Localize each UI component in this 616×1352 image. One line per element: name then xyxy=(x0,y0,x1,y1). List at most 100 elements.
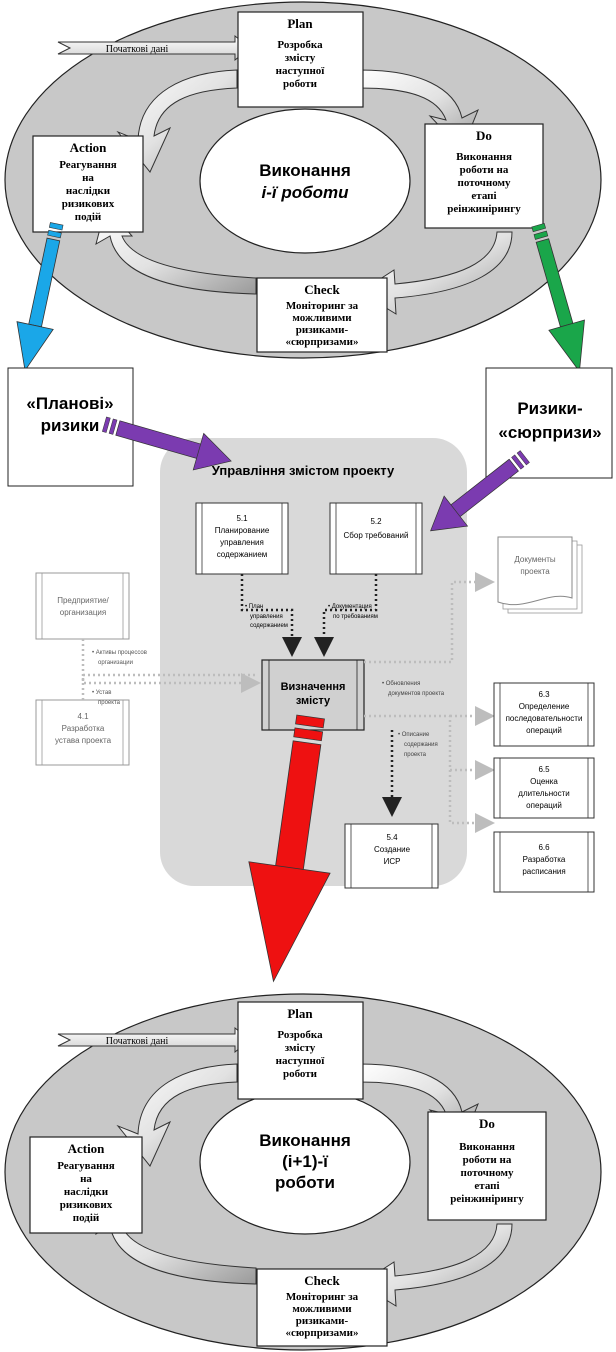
bottom-center-line2: (i+1)-ї xyxy=(282,1152,329,1171)
flow-plan-label: содержанием xyxy=(250,623,288,629)
charter-label: устава проекта xyxy=(55,736,112,745)
top-do-title: Do xyxy=(476,128,492,143)
purple-arrow-left xyxy=(102,416,232,471)
top-center-line2: i-ї роботи xyxy=(261,183,349,202)
bottom-plan-line: роботи xyxy=(283,1068,318,1080)
top-do-line: Виконання xyxy=(456,151,512,163)
bottom-plan-line: Розробка xyxy=(277,1029,323,1041)
process-5-4-label: ИСР xyxy=(384,857,401,866)
process-5-1-id: 5.1 xyxy=(236,514,248,523)
flow-reqdoc-label: • Документация xyxy=(328,604,372,610)
bottom-action-line: Реагування xyxy=(57,1160,115,1172)
top-do-line: поточному xyxy=(458,177,511,189)
process-5-4-label: Создание xyxy=(374,845,411,854)
top-check-line: «сюрпризами» xyxy=(286,336,359,348)
process-6-3-id: 6.3 xyxy=(538,690,550,699)
documents-label: проекта xyxy=(520,567,550,576)
top-check-line: можливими xyxy=(292,312,352,324)
bottom-check-line: «сюрпризами» xyxy=(286,1327,359,1339)
process-6-6-id: 6.6 xyxy=(538,843,550,852)
red-arrow xyxy=(248,714,331,983)
process-6-3-label: операций xyxy=(526,726,562,735)
process-5-4-id: 5.4 xyxy=(386,833,398,842)
process-5-2-label: Сбор требований xyxy=(344,531,409,540)
top-input-arrow xyxy=(57,34,251,62)
charter-box xyxy=(35,699,130,766)
surprise-risks-line1: Ризики- xyxy=(517,399,582,418)
bottom-plan-line: змісту xyxy=(285,1042,316,1054)
process-6-6 xyxy=(493,831,595,893)
bottom-do-box xyxy=(427,1111,547,1221)
top-action-line: Реагування xyxy=(59,159,117,171)
enterprise-label: Предприятие/ xyxy=(57,596,109,605)
bottom-action-line: на xyxy=(80,1173,92,1185)
top-check-line: Моніторинг за xyxy=(286,300,359,312)
flow-scope-label: проекта xyxy=(404,752,427,758)
flow-charter-label: • Устав xyxy=(92,690,111,696)
flow-assets-label: • Активы процессов xyxy=(92,650,147,656)
top-check-line: ризиками- xyxy=(296,324,349,336)
top-check-title: Check xyxy=(304,282,340,297)
process-6-5-label: операций xyxy=(526,801,562,810)
charter-label: Разработка xyxy=(62,724,105,733)
top-do-line: реінжинірингу xyxy=(447,203,521,215)
bottom-action-box xyxy=(29,1136,143,1234)
bottom-action-line: подій xyxy=(73,1212,100,1224)
process-5-4 xyxy=(344,823,439,889)
bottom-center-line1: Виконання xyxy=(259,1131,351,1150)
process-5-1-label: Планирование xyxy=(215,526,270,535)
planned-risks-line1: «Планові» xyxy=(26,394,113,413)
define-scope-label: змісту xyxy=(296,695,331,707)
process-6-5-label: длительности xyxy=(518,789,569,798)
process-5-2 xyxy=(329,502,423,575)
flow-charter-label: проекта xyxy=(98,700,121,706)
process-5-1-label: управления xyxy=(220,538,264,547)
process-6-3-label: последовательности xyxy=(506,714,583,723)
enterprise-box xyxy=(35,572,130,640)
charter-id: 4.1 xyxy=(77,712,89,721)
flow-scope-label: содержания xyxy=(404,742,438,748)
process-6-3 xyxy=(493,682,595,747)
surprise-risks-line2: «сюрпризи» xyxy=(498,423,601,442)
bottom-do-line: Виконання xyxy=(459,1141,515,1153)
enterprise-label: организация xyxy=(60,608,106,617)
process-5-2-id: 5.2 xyxy=(370,517,382,526)
top-plan-box xyxy=(237,11,364,108)
bottom-input-label: Початкові дані xyxy=(106,1036,169,1047)
define-scope-label: Визначення xyxy=(281,681,346,693)
documents-label: Документы xyxy=(514,555,555,564)
top-plan-title: Plan xyxy=(287,16,313,31)
flow-updates xyxy=(364,572,495,664)
bottom-action-line: наслідки xyxy=(64,1186,109,1198)
process-6-3-label: Определение xyxy=(519,702,570,711)
blue-arrow xyxy=(16,222,64,372)
top-center-ellipse xyxy=(199,108,411,254)
bottom-plan-box xyxy=(237,1001,364,1100)
process-6-5-label: Оценка xyxy=(530,777,558,786)
project-documents: Документы проекта xyxy=(497,536,583,614)
top-do-line: роботи на xyxy=(460,164,509,176)
top-action-line: наслідки xyxy=(66,185,111,197)
top-do-box xyxy=(424,123,544,229)
top-cycle: Виконання i-ї роботи Початкові дані Plan… xyxy=(4,1,602,359)
top-action-line: на xyxy=(82,172,94,184)
bottom-check-box xyxy=(256,1268,388,1347)
flow-plan-label: • План xyxy=(245,604,263,610)
top-action-title: Action xyxy=(70,140,108,155)
bottom-do-line: роботи на xyxy=(463,1154,512,1166)
bottom-plan-title: Plan xyxy=(287,1006,313,1021)
bottom-input-arrow xyxy=(57,1026,251,1054)
process-5-1-label: содержанием xyxy=(217,550,268,559)
flow-reqdoc xyxy=(314,574,378,657)
top-plan-line: наступної xyxy=(276,65,326,77)
bottom-center-line3: роботи xyxy=(275,1173,335,1192)
bottom-do-line: етапі xyxy=(474,1180,499,1192)
process-6-6-label: расписания xyxy=(522,867,565,876)
bottom-do-line: реінжинірингу xyxy=(450,1193,524,1205)
flow-assets-label: организации xyxy=(98,660,133,666)
purple-arrow-right xyxy=(430,450,530,532)
top-plan-line: Розробка xyxy=(277,39,323,51)
flow-updates-label: • Обновления xyxy=(382,681,420,687)
bottom-check-title: Check xyxy=(304,1273,340,1288)
